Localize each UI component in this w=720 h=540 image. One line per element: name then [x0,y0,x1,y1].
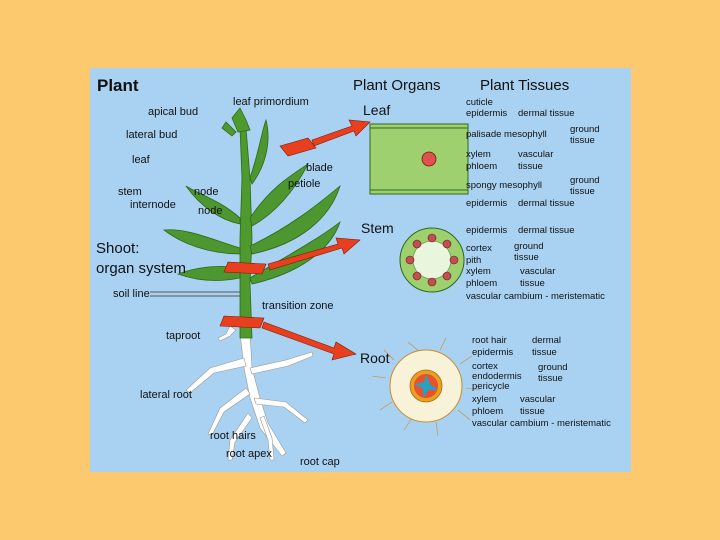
leaf-ground-2: ground [570,175,600,186]
label-node-upper: node [194,186,219,198]
organ-arrows [261,119,371,361]
label-blade: blade [306,162,333,174]
root-endodermis: endodermis [472,371,522,382]
root-vascular: vascular [520,394,556,405]
leaf-vascular: vascular [518,149,554,160]
stem-epidermis: epidermis [466,225,508,236]
leaf-epidermis-top: epidermis [466,108,508,119]
root-system [185,325,314,461]
leaf-cross-section [369,123,469,195]
root-ground: ground [538,362,568,373]
plant-organs-heading: Plant Organs [353,77,441,94]
stem-cortex: cortex [466,243,492,254]
root-cortex: cortex [472,361,498,372]
leaf-tissue-v: tissue [518,161,543,172]
leaf-tissue-2: tissue [570,186,595,197]
stem-cambium: vascular cambium - meristematic [466,291,605,302]
stem-xylem: xylem [466,266,491,277]
label-lateral-bud: lateral bud [126,129,178,141]
leaf-phloem: phloem [466,161,498,172]
root-tissue-v: tissue [520,406,545,417]
root-dermal: dermal [532,335,562,346]
leaf-vein [421,151,437,167]
label-lateral-root: lateral root [140,389,192,401]
label-root-apex: root apex [226,448,272,460]
root-pericycle: pericycle [472,381,510,392]
plant-heading: Plant [97,76,139,95]
leaf-dermal-top: dermal tissue [518,108,575,119]
stem-pith: pith [466,255,482,266]
leaf-palisade: palisade mesophyll [466,129,547,140]
leaf-ground-1: ground [570,124,600,135]
leaf-xylem: xylem [466,149,491,160]
root-tissue-d: tissue [532,347,557,358]
organ-leaf-label: Leaf [363,102,391,118]
stem-tissue-g: tissue [514,252,539,263]
organ-root-label: Root [360,350,390,366]
root-cut-marker [219,315,265,329]
vascular-bundles [405,233,459,287]
stem-ground: ground [514,241,544,252]
organ-stem-label: Stem [361,220,394,236]
label-root-cap: root cap [300,456,340,468]
diagram-panel: Plant Plant Organs Plant Tissues Shoot: … [90,68,631,472]
label-petiole: petiole [288,178,321,190]
plant-tissues-heading: Plant Tissues [480,77,570,94]
label-internode: internode [130,199,176,211]
main-stem [239,127,253,339]
leaf-spongy: spongy mesophyll [466,180,543,191]
stem-dermal: dermal tissue [518,225,575,236]
stem-cut-marker [223,261,267,275]
root-epidermis: epidermis [472,347,514,358]
label-node-lower: node [198,205,223,217]
leaf-tissue-1: tissue [570,135,595,146]
leaf-cuticle: cuticle [466,97,493,108]
stem-phloem: phloem [466,278,498,289]
label-leaf-primordium: leaf primordium [233,96,309,108]
root-hair-label: root hair [472,335,507,346]
label-apical-bud: apical bud [148,106,199,118]
root-tissue-g: tissue [538,373,563,384]
organ-system-heading: organ system [96,260,187,277]
root-xylem: xylem [472,394,497,405]
plant-illustration [150,107,481,461]
label-transition-zone: transition zone [262,300,334,312]
label-soil-line: soil line [113,288,150,300]
stem-vascular: vascular [520,266,556,277]
root-hairs-section [371,337,481,437]
leaf-cut-marker [279,137,317,157]
shoot-heading: Shoot: [96,240,140,257]
leaf-dermal-bottom: dermal tissue [518,198,575,209]
label-stem: stem [118,186,142,198]
label-leaf: leaf [132,154,150,166]
root-cambium: vascular cambium - meristematic [472,418,611,429]
label-root-hairs: root hairs [210,430,256,442]
label-taproot: taproot [166,330,201,342]
stem-tissue-v: tissue [520,278,545,289]
leaf-epidermis-bottom: epidermis [466,198,508,209]
root-phloem: phloem [472,406,504,417]
